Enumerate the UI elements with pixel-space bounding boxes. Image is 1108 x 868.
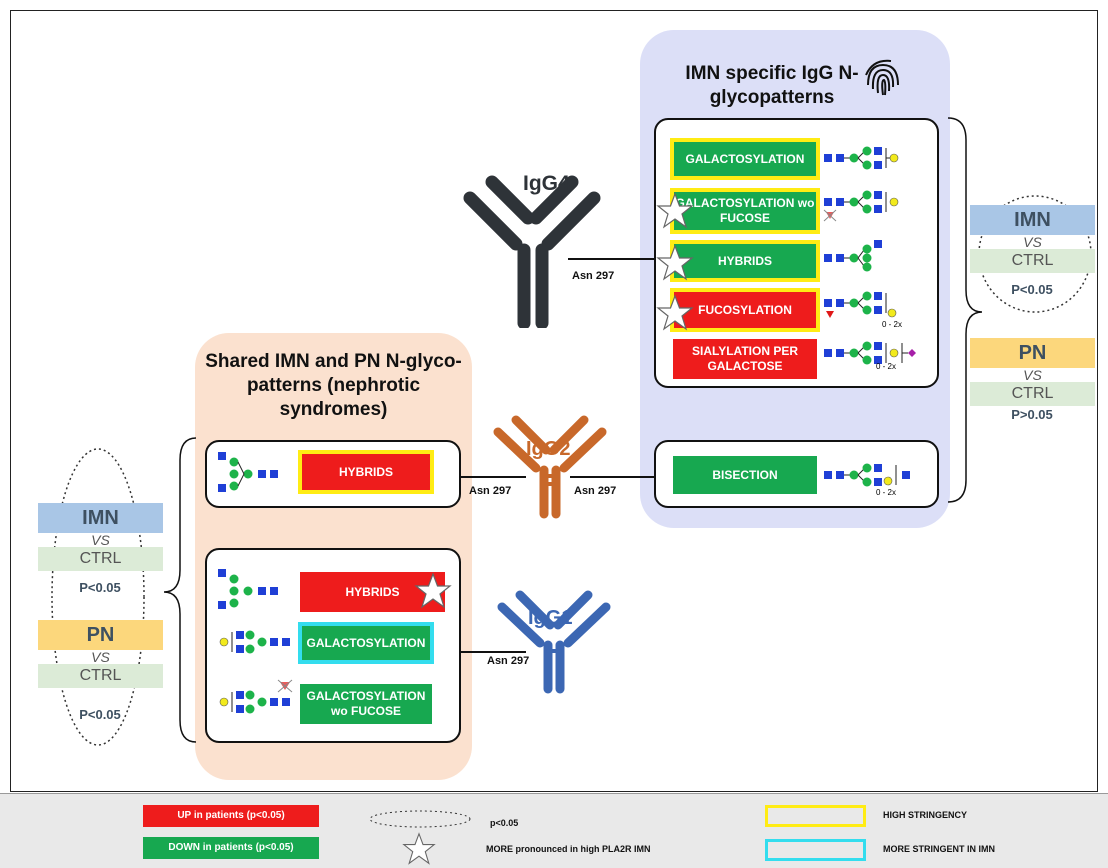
tag-shared-hybrids-igg1: HYBRIDS	[300, 572, 445, 612]
legend-high-stringency-box	[765, 805, 866, 827]
tag-galactosylation: GALACTOSYLATION	[670, 138, 820, 180]
legend-more-label: MORE STRINGENT IN IMN	[883, 844, 995, 854]
p-value-label: P>0.05	[1011, 407, 1053, 422]
group-label: PN	[970, 338, 1095, 368]
dotted-ellipse-icon	[369, 810, 471, 828]
star-icon	[656, 244, 694, 281]
legend-high-label: HIGH STRINGENCY	[883, 810, 968, 820]
tag-sialylation-per-galactose: SIALYLATION PER GALACTOSE	[673, 339, 817, 379]
star-icon	[656, 294, 694, 331]
fingerprint-icon	[865, 59, 899, 96]
range-label: 0 - 2x	[876, 362, 896, 371]
tag-hybrids: HYBRIDS	[670, 240, 820, 282]
igg4-label: IgG4	[523, 172, 570, 195]
tag-shared-hybrids-igg2: HYBRIDS	[298, 450, 434, 494]
group-label: IMN	[38, 503, 163, 533]
asn-label: Asn 297	[469, 485, 512, 497]
vs-label: VS	[1023, 367, 1042, 383]
igg1-label: IgG1	[528, 607, 573, 629]
legend-pval-label: p<0.05	[490, 818, 519, 828]
shared-title: Shared IMN and PN N-glyco-patterns (neph…	[205, 351, 462, 420]
comparison-imn-right: IMN VS CTRL	[970, 205, 1095, 273]
group-label: PN	[38, 620, 163, 650]
star-icon	[402, 832, 436, 865]
ctrl-label: CTRL	[970, 249, 1095, 273]
igg2-antibody-icon	[493, 415, 607, 519]
p-value-label: P<0.05	[1011, 282, 1053, 297]
asn-label: Asn 297	[574, 485, 617, 497]
igg2-label: IgG2	[526, 438, 571, 460]
ctrl-label: CTRL	[38, 664, 163, 688]
vs-label: VS	[91, 532, 110, 548]
glycan-structures-right: 0 - 2x 0 - 2x 0 - 2x	[823, 146, 916, 497]
igg1-antibody-icon	[497, 590, 611, 694]
igg4-antibody-icon	[463, 175, 601, 328]
tag-galactosylation-wo-fucose: GALACTOSYLATION wo FUCOSE	[670, 188, 820, 234]
legend-down-chip: DOWN in patients (p<0.05)	[143, 837, 319, 859]
comparison-pn-right: PN VS CTRL	[970, 338, 1095, 406]
ctrl-label: CTRL	[38, 547, 163, 571]
glycan-structures-left	[218, 452, 293, 714]
asn-label: Asn 297	[572, 270, 615, 282]
p-value-label: P<0.05	[79, 580, 121, 595]
tag-shared-galactosylation-wo-fucose: GALACTOSYLATION wo FUCOSE	[300, 684, 432, 724]
legend-star-label: MORE pronounced in high PLA2R IMN	[486, 844, 651, 854]
asn-label: Asn 297	[487, 655, 530, 667]
comparison-imn-left: IMN VS CTRL	[38, 503, 163, 571]
group-label: IMN	[970, 205, 1095, 235]
dotted-ellipse	[51, 448, 145, 746]
tag-fucosylation: FUCOSYLATION	[670, 288, 820, 332]
comparison-pn-left: PN VS CTRL	[38, 620, 163, 688]
tag-bisection: BISECTION	[673, 456, 817, 494]
range-label: 0 - 2x	[882, 320, 902, 329]
connector-lines	[163, 117, 983, 743]
tag-shared-galactosylation: GALACTOSYLATION	[298, 622, 434, 664]
star-icon	[414, 572, 452, 609]
legend-more-stringent-box	[765, 839, 866, 861]
imn-specific-title: IMN specific IgG N-glycopatterns	[685, 63, 859, 108]
legend: UP in patients (p<0.05) DOWN in patients…	[0, 793, 1108, 868]
figure-frame	[10, 10, 1098, 792]
ctrl-label: CTRL	[970, 382, 1095, 406]
legend-up-chip: UP in patients (p<0.05)	[143, 805, 319, 827]
vs-label: VS	[91, 649, 110, 665]
range-label: 0 - 2x	[876, 488, 896, 497]
vs-label: VS	[1023, 234, 1042, 250]
star-icon	[656, 192, 694, 229]
p-value-label: P<0.05	[79, 707, 121, 722]
